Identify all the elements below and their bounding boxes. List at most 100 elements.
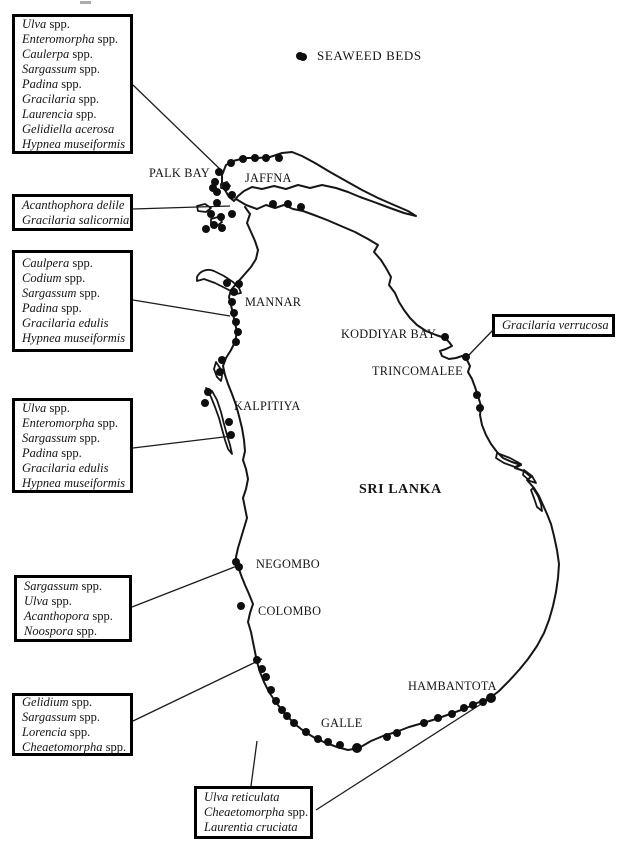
species-latin-name: Padina	[22, 445, 59, 460]
place-label-mannar: MANNAR	[245, 295, 302, 309]
species-name: Lorencia spp.	[22, 725, 123, 740]
species-name: Sargassum spp.	[22, 62, 123, 77]
species-latin-name: Codium	[22, 271, 62, 285]
species-suffix: spp.	[68, 694, 93, 709]
seaweed-bed-dot	[235, 280, 243, 288]
species-name: Caulerpa spp.	[22, 47, 123, 62]
place-label-hambantota: HAMBANTOTA	[408, 679, 497, 693]
species-name: Padina spp.	[22, 301, 123, 316]
species-suffix: spp.	[94, 415, 119, 430]
leader-line	[131, 565, 238, 608]
seaweed-bed-dot	[462, 353, 470, 361]
species-name: Ulva spp.	[24, 594, 122, 609]
seaweed-bed-dot	[251, 154, 259, 162]
seaweed-bed-dot	[275, 154, 283, 162]
species-name: Sargassum spp.	[24, 579, 122, 594]
species-suffix: spp.	[46, 400, 70, 415]
seaweed-bed-dot	[383, 733, 391, 741]
species-suffix: spp.	[78, 578, 103, 593]
seaweed-bed-dot	[217, 213, 225, 221]
species-name: Gracilaria edulis	[22, 316, 123, 331]
species-latin-name: Hypnea museiformis	[22, 331, 126, 345]
islet-outline	[495, 452, 522, 468]
seaweed-bed-dot	[460, 704, 468, 712]
species-name: Caulpera spp.	[22, 256, 123, 271]
seaweed-bed-dot	[441, 333, 449, 341]
species-name: Laurentia cruciata	[204, 820, 303, 835]
place-label-kalpitiya: KALPITIYA	[234, 399, 301, 413]
seaweed-bed-dot	[253, 656, 261, 664]
species-latin-name: Sargassum	[24, 578, 79, 593]
species-box-southwest-coast: Gelidium spp.Sargassum spp.Lorencia spp.…	[12, 693, 133, 756]
species-suffix: spp.	[102, 739, 127, 754]
species-latin-name: Caulpera	[22, 256, 70, 270]
seaweed-bed-dot	[239, 155, 247, 163]
seaweed-bed-dot	[297, 203, 305, 211]
country-label: SRI LANKA	[359, 482, 442, 497]
species-latin-name: Enteromorpha	[22, 415, 95, 430]
species-name: Gracilaria verrucosa	[502, 318, 609, 333]
species-box-mannar: Caulpera spp.Codium spp.Sargassum spp.Pa…	[12, 250, 133, 352]
species-name: Enteromorpha spp.	[22, 416, 123, 431]
species-suffix: spp.	[58, 445, 82, 460]
seaweed-bed-dot	[228, 191, 236, 199]
seaweed-bed-dot	[272, 697, 280, 705]
seaweed-bed-dot	[230, 309, 238, 317]
species-suffix: spp.	[58, 301, 82, 315]
species-latin-name: Cheaetomorpha	[22, 739, 103, 754]
seaweed-bed-dot	[314, 735, 322, 743]
seaweed-bed-dot	[448, 710, 456, 718]
seaweed-bed-dot	[232, 318, 240, 326]
seaweed-bed-dot	[269, 200, 277, 208]
seaweed-bed-dot	[218, 356, 226, 364]
species-name: Gracilaria spp.	[22, 92, 123, 107]
seaweed-bed-dot	[228, 210, 236, 218]
seaweed-bed-dot	[476, 404, 484, 412]
species-suffix: spp.	[89, 608, 113, 623]
leader-line	[132, 84, 225, 174]
species-name: Ulva spp.	[22, 17, 123, 32]
species-box-trincomalee: Gracilaria verrucosa	[492, 314, 615, 337]
species-latin-name: Padina	[22, 301, 59, 315]
seaweed-bed-dot	[228, 298, 236, 306]
leader-line	[315, 696, 493, 811]
species-name: Ulva reticulata	[204, 790, 303, 805]
seaweed-bed-dot	[215, 168, 223, 176]
seaweed-bed-dot	[324, 738, 332, 746]
species-suffix: spp.	[94, 31, 119, 46]
seaweed-bed-dot	[207, 210, 215, 218]
seaweed-bed-dot	[420, 719, 428, 727]
species-suffix: spp.	[46, 16, 70, 31]
seaweed-bed-dot	[222, 183, 230, 191]
seaweed-bed-dot-icon	[296, 52, 304, 60]
scan-artifact	[80, 1, 91, 4]
species-suffix: spp.	[76, 709, 101, 724]
species-latin-name: Gelidiella acerosa	[22, 121, 115, 136]
species-suffix: spp.	[73, 623, 97, 638]
species-suffix: spp.	[69, 256, 93, 270]
species-suffix: spp.	[75, 91, 100, 106]
seaweed-bed-dot	[227, 431, 235, 439]
species-name: Noospora spp.	[24, 624, 122, 639]
species-suffix: spp.	[58, 76, 82, 91]
place-label-jaffna: JAFFNA	[245, 171, 292, 185]
coastline	[235, 198, 446, 339]
species-box-palk-bay-jaffna: Ulva spp.Enteromorpha spp.Caulerpa spp.S…	[12, 14, 133, 154]
species-name: Padina spp.	[22, 77, 123, 92]
species-name: Cheaetomorpha spp.	[22, 739, 126, 755]
place-label-galle: GALLE	[321, 716, 363, 730]
seaweed-bed-dot	[393, 729, 401, 737]
seaweed-bed-dot	[486, 693, 496, 703]
islet-outline	[522, 469, 537, 484]
species-name: Gracilaria salicornia	[22, 213, 129, 228]
species-latin-name: Gracilaria edulis	[22, 460, 109, 475]
legend-label: SEAWEED BEDS	[317, 48, 422, 63]
seaweed-bed-dot	[290, 719, 298, 727]
species-name: Padina spp.	[22, 446, 123, 461]
seaweed-bed-dot	[473, 391, 481, 399]
species-latin-name: Gracilaria verrucosa	[502, 318, 609, 332]
species-latin-name: Ulva	[22, 400, 47, 415]
species-box-kalpitiya: Ulva spp.Enteromorpha spp.Sargassum spp.…	[12, 398, 133, 493]
seaweed-bed-dot	[223, 279, 231, 287]
leader-line	[132, 435, 233, 449]
